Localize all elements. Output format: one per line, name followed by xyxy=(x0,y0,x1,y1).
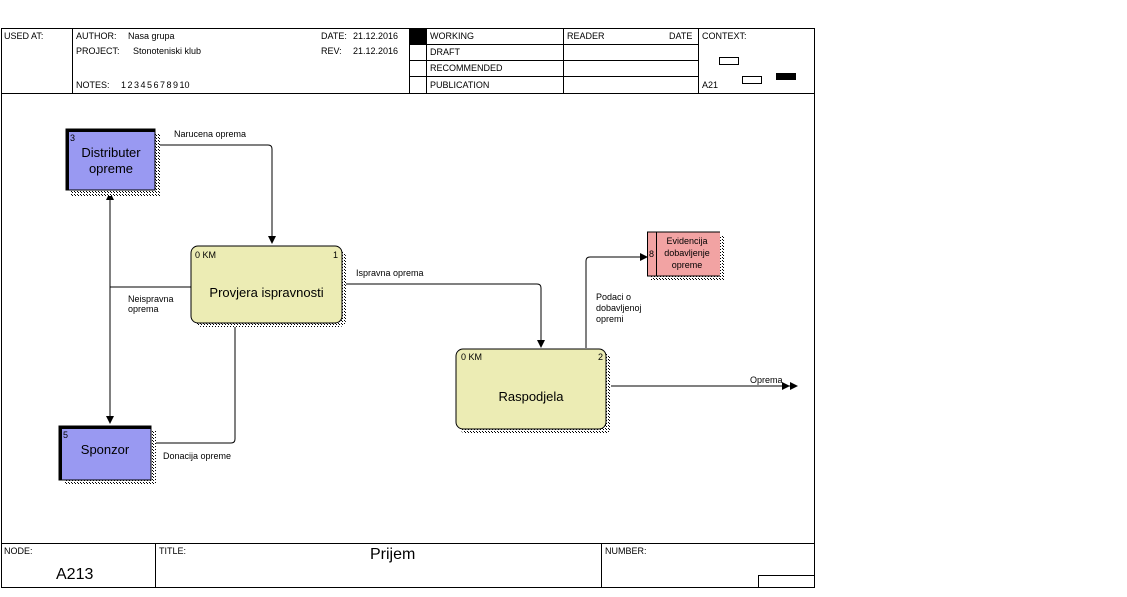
header-divider xyxy=(1,93,815,94)
context-box-2 xyxy=(742,76,762,84)
footer-divider xyxy=(1,543,815,544)
notes-value: 1 2 3 4 5 6 7 8 9 10 xyxy=(121,80,190,90)
diagram-title: Prijem xyxy=(370,546,416,563)
author-label: AUTHOR: xyxy=(76,31,117,41)
project-value: Stonoteniski klub xyxy=(133,46,202,56)
node-label: NODE: xyxy=(4,546,33,556)
flow-ispravna-line xyxy=(342,283,542,342)
flow-podaci-line xyxy=(585,256,642,348)
flow-podaci-arrowhead xyxy=(640,253,648,261)
activity-2-number: 2 xyxy=(598,352,604,362)
flow-narucena-label: Narucena oprema xyxy=(174,129,247,139)
flow-oprema-label: Oprema xyxy=(750,375,783,385)
flow-ispravna-arrowhead xyxy=(537,340,545,348)
footer-vline-1 xyxy=(155,543,156,588)
datastore-number: 8 xyxy=(649,249,655,259)
title-label: TITLE: xyxy=(159,546,187,556)
project-label: PROJECT: xyxy=(76,46,120,56)
external-1-number: 3 xyxy=(70,133,76,143)
datastore-evidencija[interactable] xyxy=(647,231,724,280)
header-vline-1 xyxy=(72,28,73,93)
flow-neispravna-label: Neispravna oprema xyxy=(128,294,174,314)
activity-1-cost: 0 KM xyxy=(195,250,217,260)
working-marker xyxy=(410,29,426,44)
context-box-1 xyxy=(719,57,739,65)
used-at-label: USED AT: xyxy=(4,31,44,41)
reader-label: READER xyxy=(567,31,605,41)
activity-2-cost: 0 KM xyxy=(461,352,483,362)
external-distributer-opreme[interactable] xyxy=(65,128,160,196)
notes-label: NOTES: xyxy=(76,80,110,90)
external-sponzor[interactable] xyxy=(58,425,156,485)
external-2-title: Sponzor xyxy=(80,442,130,457)
date-label: DATE: xyxy=(321,31,347,41)
activity-provjera-ispravnosti[interactable] xyxy=(190,245,346,327)
status-row-line-2 xyxy=(409,60,698,61)
flow-neispravna-arrowhead-down xyxy=(106,416,114,424)
external-2-number: 5 xyxy=(63,430,69,440)
date-value: 21.12.2016 xyxy=(353,31,399,41)
context-box-current xyxy=(776,73,796,80)
rev-label: REV: xyxy=(321,46,342,56)
flow-podaci-label: Podaci o dobavljenoj opremi xyxy=(596,292,642,324)
external-1-title: Distributer opreme xyxy=(81,145,141,176)
activity-raspodjela[interactable] xyxy=(455,348,611,434)
footer-vline-2 xyxy=(601,543,602,588)
status-row-line-1 xyxy=(409,44,698,45)
flow-oprema-arrowhead-1 xyxy=(782,382,790,390)
author-value: Nasa grupa xyxy=(128,31,175,41)
diagram-frame xyxy=(1,28,815,588)
activity-1-number: 1 xyxy=(333,250,339,260)
flow-donacija-label: Donacija opreme xyxy=(163,451,232,461)
node-value: A213 xyxy=(56,566,94,583)
footer-corner-box xyxy=(758,575,815,588)
flow-donacija-line xyxy=(152,306,236,444)
header-vline-5 xyxy=(698,28,699,93)
datastore-title: Evidencija dobavljenje opreme xyxy=(664,236,710,270)
rev-value: 21.12.2016 xyxy=(353,46,399,56)
activity-2-title: Raspodjela xyxy=(498,389,564,404)
status-row-line-3 xyxy=(409,76,698,77)
flow-narucena-line xyxy=(156,144,273,238)
number-label: NUMBER: xyxy=(605,546,647,556)
status-working: WORKING xyxy=(430,31,474,41)
activity-1-title: Provjera ispravnosti xyxy=(209,285,324,300)
flow-narucena-arrowhead xyxy=(268,236,276,244)
context-node: A21 xyxy=(702,80,719,90)
status-recommended: RECOMMENDED xyxy=(430,63,503,73)
status-draft: DRAFT xyxy=(430,47,460,57)
context-label: CONTEXT: xyxy=(702,31,747,41)
status-publication: PUBLICATION xyxy=(430,80,490,90)
reader-date-label: DATE xyxy=(669,31,693,41)
flow-ispravna-label: Ispravna oprema xyxy=(356,268,424,278)
flow-oprema-arrowhead-2 xyxy=(790,382,798,390)
